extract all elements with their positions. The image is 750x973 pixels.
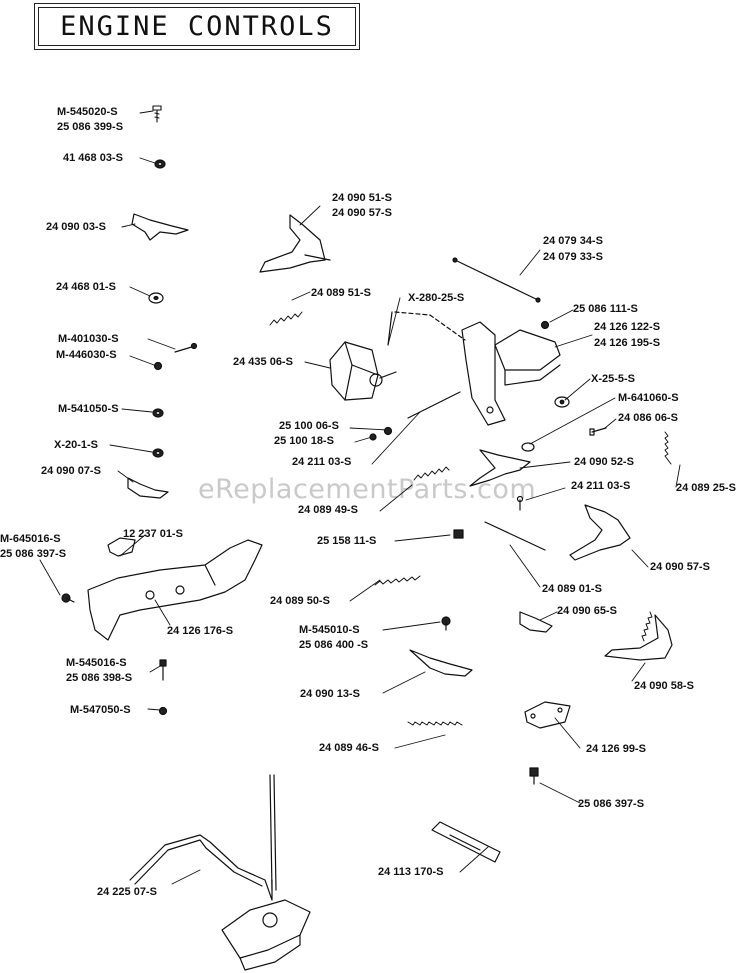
part-label: 25 086 111-S <box>573 303 638 315</box>
part-label: 24 126 195-S <box>594 337 661 349</box>
washer-part <box>148 292 164 304</box>
part-label: 24 089 46-S <box>319 742 379 754</box>
nut-part <box>158 706 168 716</box>
part-label: M-401030-S <box>58 333 119 345</box>
part-label: 24 089 25-S <box>676 482 736 494</box>
part-label: 25 158 11-S <box>317 535 377 547</box>
part-label: M-446030-S <box>56 349 117 361</box>
lever-part <box>127 213 673 677</box>
part-label: 24 090 52-S <box>574 456 634 468</box>
part-label: 24 211 03-S <box>292 456 352 468</box>
part-label: M-547050-S <box>70 704 131 716</box>
part-label: 24 211 03-S <box>571 480 631 492</box>
bolt-part <box>152 105 162 123</box>
part-label: 24 126 176-S <box>167 625 234 637</box>
part-label: 24 126 122-S <box>594 321 661 333</box>
part-label: 25 086 399-S <box>57 121 124 133</box>
part-label: M-545020-S <box>57 106 118 118</box>
leader-lines <box>39 110 681 885</box>
part-label: 24 468 01-S <box>56 281 116 293</box>
part-label: 25 100 18-S <box>274 435 334 447</box>
rod-part <box>387 257 546 551</box>
part-label: 25 086 397-S <box>0 548 67 560</box>
part-label: X-280-25-S <box>408 292 465 304</box>
spring-part <box>269 311 672 726</box>
part-label: 24 435 06-S <box>233 356 293 368</box>
part-label: 25 100 06-S <box>279 420 339 432</box>
bolt-part <box>159 659 167 681</box>
part-label: 24 090 57-S <box>650 561 710 573</box>
part-label: 24 090 03-S <box>46 221 106 233</box>
pin-part <box>589 427 607 436</box>
part-label: M-645016-S <box>0 533 61 545</box>
nut-part <box>152 448 164 458</box>
nut-part <box>383 426 393 436</box>
part-label: 24 079 34-S <box>543 235 603 247</box>
part-label: 41 468 03-S <box>63 152 123 164</box>
part-label: 12 237 01-S <box>123 528 183 540</box>
part-label: 24 090 07-S <box>41 465 101 477</box>
bolt-part <box>529 767 539 785</box>
slide-plate-part <box>431 821 501 863</box>
part-label: 24 089 01-S <box>542 583 602 595</box>
part-label: 24 090 57-S <box>332 207 392 219</box>
control-lever-part <box>129 774 311 971</box>
part-label: 24 090 58-S <box>634 680 694 692</box>
part-label: 24 225 07-S <box>97 886 157 898</box>
washer-part <box>554 396 570 408</box>
nut-part <box>152 408 164 418</box>
part-label: 24 089 49-S <box>298 504 358 516</box>
part-label: M-541050-S <box>58 403 119 415</box>
nut-part <box>369 433 377 441</box>
cover-plate-part <box>524 701 571 729</box>
solenoid-part <box>329 341 397 401</box>
part-label: 25 086 397-S <box>578 798 645 810</box>
nut-part <box>153 361 163 371</box>
part-label: 24 113 170-S <box>378 866 444 878</box>
diagram-title-box: ENGINE CONTROLS <box>34 3 360 50</box>
nut-part <box>453 529 464 539</box>
part-label: 24 079 33-S <box>543 251 603 263</box>
part-label: 24 090 65-S <box>557 605 617 617</box>
nut-part <box>540 320 550 330</box>
part-label: 24 126 99-S <box>586 743 646 755</box>
part-label: M-641060-S <box>618 392 679 404</box>
clip-part <box>107 537 136 557</box>
part-label: 24 086 06-S <box>618 412 678 424</box>
bolt-part <box>61 593 75 603</box>
part-label: X-20-1-S <box>54 439 99 451</box>
part-label: M-545016-S <box>66 657 127 669</box>
part-label: M-545010-S <box>299 624 360 636</box>
part-label: 25 086 398-S <box>66 672 133 684</box>
part-label: 24 090 51-S <box>332 192 392 204</box>
bolt-part <box>441 616 451 631</box>
part-label: 24 089 51-S <box>311 287 371 299</box>
part-label: 24 089 50-S <box>270 595 330 607</box>
nut-part <box>154 159 166 169</box>
mounting-plate-part <box>87 539 263 641</box>
part-label: X-25-5-S <box>591 373 636 385</box>
pin-part <box>516 495 524 511</box>
washer-part <box>521 442 535 452</box>
part-label: 25 086 400 -S <box>299 639 369 651</box>
pin-part <box>174 342 198 353</box>
part-label: 24 090 13-S <box>300 688 360 700</box>
bracket-part <box>461 321 561 426</box>
